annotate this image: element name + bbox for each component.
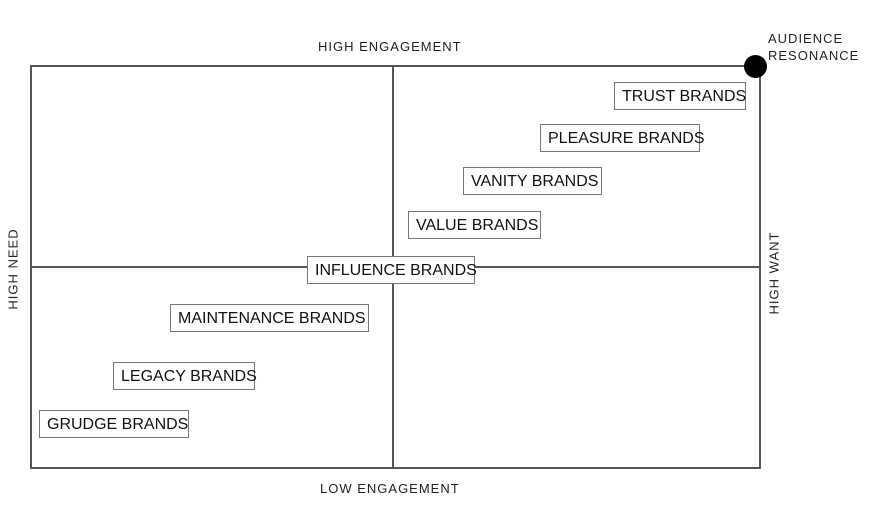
brand-box-pleasure: PLEASURE BRANDS <box>540 124 705 152</box>
brand-box-legacy: LEGACY BRANDS <box>113 362 257 390</box>
brand-box-maintenance: MAINTENANCE BRANDS <box>170 304 369 332</box>
brand-box-vanity: VANITY BRANDS <box>463 167 602 195</box>
brand-box-influence: INFLUENCE BRANDS <box>307 256 477 284</box>
audience-resonance-label: AUDIENCE RESONANCE <box>768 30 859 64</box>
axis-label-low-engagement: LOW ENGAGEMENT <box>320 481 460 496</box>
audience-resonance-line-2: RESONANCE <box>768 48 860 63</box>
audience-resonance-line-1: AUDIENCE <box>768 31 844 46</box>
brand-box-trust: TRUST BRANDS <box>614 82 746 110</box>
brand-box-value: VALUE BRANDS <box>408 211 541 239</box>
axis-label-high-want: HIGH WANT <box>766 231 782 315</box>
axis-label-high-need: HIGH NEED <box>5 228 21 310</box>
axis-label-high-engagement: HIGH ENGAGEMENT <box>318 39 462 54</box>
brand-box-grudge: GRUDGE BRANDS <box>39 410 189 438</box>
audience-resonance-dot <box>744 55 767 78</box>
